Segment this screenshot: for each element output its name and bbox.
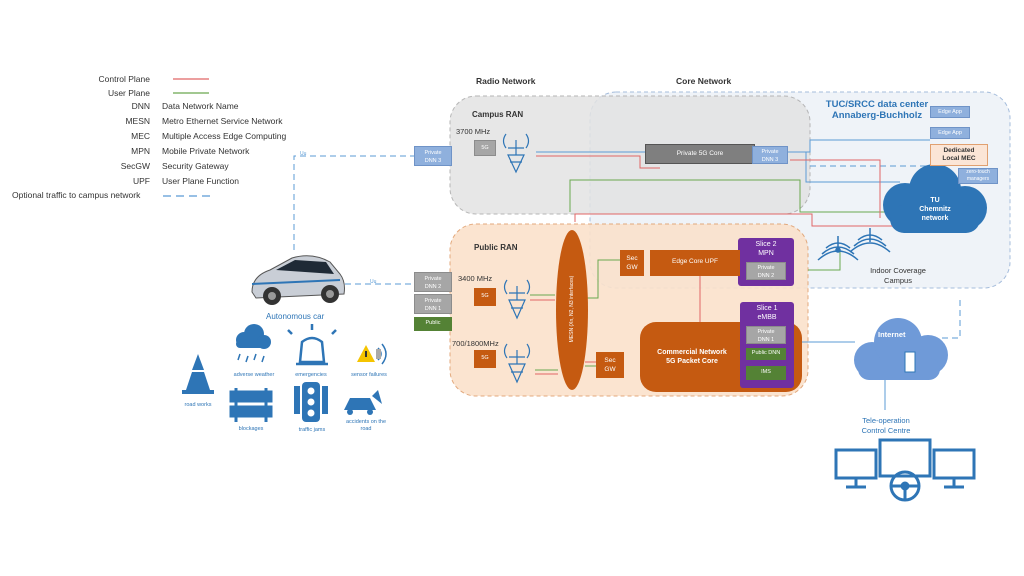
legend-abbr: SecGW — [120, 161, 150, 171]
private-5g-core: Private 5G Core — [645, 144, 755, 164]
scenario-label-road-works: road works — [184, 402, 212, 408]
indoor-antenna-icon-2 — [849, 228, 891, 253]
legend-abbr: Control Plane — [98, 74, 150, 84]
legend-abbr: MESN — [125, 116, 150, 126]
public-ran-freq-2: 700/1800MHz — [452, 339, 499, 348]
optional-traffic-link-dnn3 — [293, 155, 414, 250]
legend-abbr: DNN — [131, 101, 150, 111]
uu-label-1: Uu — [300, 151, 307, 157]
scenario-label-sensor-failures: sensor failures — [351, 372, 387, 378]
barrier-icon — [229, 388, 273, 422]
radio-network-header: Radio Network — [476, 76, 536, 86]
scenario-label-blockages: blockages — [238, 426, 264, 432]
legend-definition: Mobile Private Network — [162, 146, 250, 156]
legend-abbr: UPF — [133, 176, 150, 186]
optional-traffic-label: Optional traffic to campus network — [12, 190, 141, 200]
control-plane-link-6 — [574, 213, 930, 227]
autonomous-car-icon — [251, 255, 345, 305]
edge-app-2: Edge App — [930, 127, 970, 139]
teleop-control-icon — [834, 438, 976, 502]
rain-cloud-icon — [236, 324, 271, 363]
legend-definition: Multiple Access Edge Computing — [162, 131, 287, 141]
legend-definition: Security Gateway — [162, 161, 229, 171]
scenario-label-adverse-weather: adverse weather — [233, 372, 275, 378]
user-plane-link-1 — [530, 259, 620, 299]
core-network-header: Core Network — [676, 76, 732, 86]
public-5g-radio-1: 5G — [474, 288, 496, 306]
edge-core-upf: Edge Core UPF — [650, 250, 740, 276]
campus-5g-radio: 5G — [474, 140, 496, 156]
public-ran-freq-1: 3400 MHz — [458, 274, 493, 283]
sensor-warning-icon — [357, 343, 387, 365]
traffic-light-icon — [294, 382, 328, 422]
scenario-label-emergencies: emergencies — [295, 372, 327, 378]
road-cone-icon — [182, 354, 214, 394]
campus-ran-freq: 3700 MHz — [456, 127, 491, 136]
antenna-icon-public-2 — [503, 343, 531, 384]
slice1-ims: IMS — [746, 366, 786, 380]
antenna-icon-public-1 — [503, 279, 531, 320]
scenario-label-traffic-jams: traffic jams — [298, 427, 326, 433]
internet-cloud — [854, 318, 948, 380]
user-plane-link-3 — [535, 365, 598, 371]
tu-network-cloud — [883, 164, 987, 233]
uu-label-2: Uu — [370, 279, 377, 285]
crashed-car-icon — [344, 390, 382, 415]
campus-ran-title: Campus RAN — [472, 110, 524, 119]
car-public: Public — [414, 317, 452, 331]
control-plane-link-5 — [790, 159, 881, 218]
indoor-antenna-icon-1 — [817, 236, 859, 261]
internet-label: Internet — [878, 330, 906, 339]
server-icon — [904, 351, 916, 373]
siren-icon — [287, 324, 337, 366]
control-plane-link-1 — [536, 155, 660, 169]
user-plane-link-4 — [808, 250, 841, 271]
campus-link-2 — [790, 139, 930, 153]
legend-definition: Data Network Name — [162, 101, 239, 111]
optional-traffic-link-internet — [935, 300, 961, 339]
mesn-ellipse — [556, 230, 588, 390]
public-5g-radio-2: 5G — [474, 350, 496, 368]
public-ran-title: Public RAN — [474, 243, 518, 252]
antenna-icon-campus — [502, 133, 530, 174]
mesn-label: MESN (Xn, N2, N3 interfaces) — [569, 275, 575, 343]
legend-abbr: MEC — [131, 131, 150, 141]
legend-definition: Metro Ethernet Service Network — [162, 116, 283, 126]
slice1-public-dnn: Public DNN — [746, 348, 786, 360]
car-label: Autonomous car — [266, 312, 325, 321]
user-plane-link-2 — [569, 179, 900, 213]
legend-abbr: User Plane — [107, 88, 150, 98]
legend-abbr: MPN — [131, 146, 150, 156]
legend-definition: User Plane Function — [162, 176, 240, 186]
control-plane-link-3 — [535, 361, 598, 375]
edge-app-1: Edge App — [930, 106, 970, 118]
